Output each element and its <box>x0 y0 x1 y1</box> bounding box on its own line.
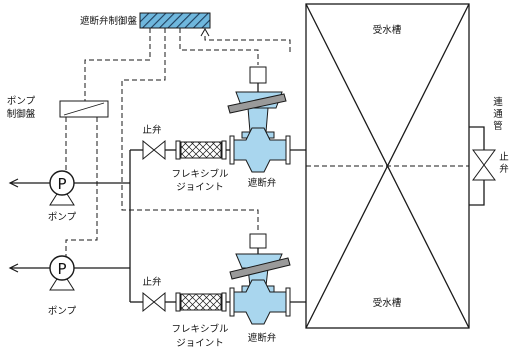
pump-lower-symbol: P <box>57 260 66 278</box>
pump-control-panel-label-1: ポンプ <box>7 96 36 107</box>
flexible-joint-upper <box>175 140 227 160</box>
connecting-pipe-label-1: 連 <box>493 96 503 108</box>
shutoff-valve-lower-label: 遮断弁 <box>248 332 277 344</box>
shutoff-valve-lower <box>229 233 291 325</box>
pump-upper-symbol: P <box>57 175 66 193</box>
signal-arrow-icon <box>200 27 210 37</box>
connecting-pipe-label-2: 通 <box>493 109 503 120</box>
pump-control-panel-label-2: 制御盤 <box>7 108 36 120</box>
stop-valve-upper-icon <box>142 139 166 161</box>
valve-control-panel-label: 遮断弁制御盤 <box>80 15 138 27</box>
valve-control-panel <box>139 12 211 29</box>
flexible-joint-lower-label-1: フレキシブル <box>171 323 229 335</box>
flexible-joint-upper-label-1: フレキシブル <box>171 168 229 180</box>
flexible-joint-lower-label-2: ジョイント <box>176 338 224 349</box>
connecting-pipe <box>469 126 496 206</box>
flexible-joint-lower <box>175 292 227 312</box>
connecting-pipe-label-3: 管 <box>493 120 503 132</box>
pump-upper-label: ポンプ <box>48 212 77 223</box>
water-tank <box>305 3 470 329</box>
connecting-pipe-stop-valve-icon <box>472 149 496 181</box>
pump-control-panel <box>59 100 109 118</box>
pump-lower-label: ポンプ <box>48 306 77 317</box>
main-piping <box>8 149 306 303</box>
shutoff-valve-upper <box>227 66 291 173</box>
right-stop-valve-label-2: 弁 <box>499 163 509 175</box>
water-tank-label-bottom: 受水槽 <box>373 297 402 309</box>
stop-valve-lower-label: 止弁 <box>142 276 162 288</box>
water-tank-label-top: 受水槽 <box>373 24 402 36</box>
stop-valve-lower-icon <box>142 291 166 313</box>
flexible-joint-upper-label-2: ジョイント <box>176 182 224 193</box>
stop-valve-upper-label: 止弁 <box>142 124 162 136</box>
control-wiring <box>65 28 291 260</box>
right-stop-valve-label-1: 止 <box>499 151 509 163</box>
shutoff-valve-upper-label: 遮断弁 <box>248 177 277 189</box>
